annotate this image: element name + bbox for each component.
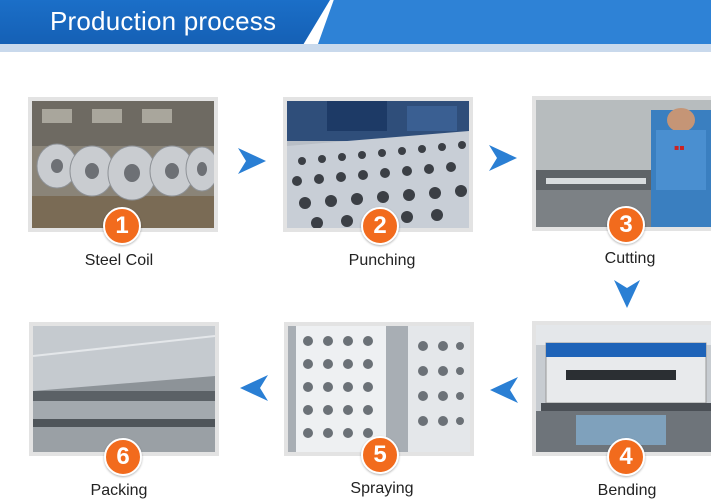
banner-light-band xyxy=(318,0,711,44)
step-number-badge: 2 xyxy=(361,207,399,245)
header-banner: Production process xyxy=(0,0,711,52)
arrow-right-icon xyxy=(238,148,266,174)
step-number-badge: 3 xyxy=(607,206,645,244)
page-title: Production process xyxy=(50,6,277,36)
step-label: Steel Coil xyxy=(84,252,154,269)
spraying-photo xyxy=(284,322,474,456)
step-label: Spraying xyxy=(350,480,414,497)
step-label: Punching xyxy=(348,252,416,269)
step-number-badge: 4 xyxy=(607,438,645,476)
step-label: Bending xyxy=(597,482,657,499)
arrow-left-icon xyxy=(240,375,268,401)
arrow-down-icon xyxy=(614,280,640,308)
steel-coil-photo xyxy=(28,97,218,232)
packing-photo xyxy=(29,322,219,456)
banner-dark-band xyxy=(0,0,330,44)
arrow-right-icon xyxy=(489,145,517,171)
step-label: Cutting xyxy=(604,250,656,267)
step-number-badge: 1 xyxy=(103,207,141,245)
step-number-badge: 5 xyxy=(361,436,399,474)
svg-text:▪▪: ▪▪ xyxy=(674,143,685,152)
step-label: Packing xyxy=(90,482,148,499)
banner-underline xyxy=(0,44,711,52)
cutting-photo: ▪▪ xyxy=(532,96,711,231)
step-number-badge: 6 xyxy=(104,438,142,476)
bending-photo xyxy=(532,321,711,456)
arrow-left-icon xyxy=(490,377,518,403)
